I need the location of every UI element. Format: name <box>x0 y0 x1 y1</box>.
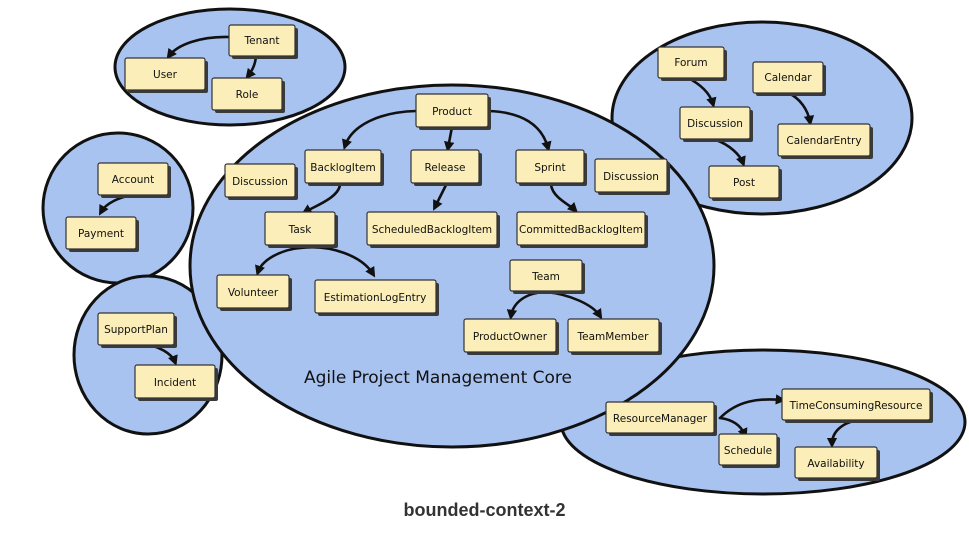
arrow-tenant-user <box>166 35 232 60</box>
entity-product: Product <box>415 93 491 130</box>
entity-label: Sprint <box>534 162 565 174</box>
entity-label: Post <box>733 177 755 189</box>
entity-support-plan: SupportPlan <box>97 312 177 348</box>
entity-label: SupportPlan <box>104 324 168 336</box>
arrow-product-release <box>444 125 455 153</box>
entity-label: Discussion <box>603 171 659 183</box>
entity-product-owner: ProductOwner <box>463 318 559 355</box>
billing-context <box>41 131 195 285</box>
entity-label: TimeConsumingResource <box>789 400 923 412</box>
entity-label: CalendarEntry <box>786 135 861 147</box>
entity-discussion-collab: Discussion <box>679 106 753 142</box>
entity-user: User <box>124 57 208 93</box>
entity-label: Incident <box>154 377 196 389</box>
entity-label: Team <box>531 271 560 283</box>
entity-label: Product <box>432 106 472 118</box>
entity-account: Account <box>97 162 171 198</box>
entity-resource-manager: ResourceManager <box>605 401 717 436</box>
entity-label: Payment <box>78 228 124 240</box>
entity-discussion-core-right: Discussion <box>594 158 670 195</box>
arrow-resourcemanager-timeconsuming <box>718 394 787 420</box>
entity-label: BacklogItem <box>310 162 375 174</box>
arrow-resourcemanager-schedule <box>718 416 748 439</box>
entity-incident: Incident <box>134 364 218 401</box>
entity-label: Task <box>288 224 313 236</box>
entity-task: Task <box>264 211 338 248</box>
entity-estimation-log-entry: EstimationLogEntry <box>314 279 439 316</box>
entity-label: ScheduledBacklogItem <box>372 224 492 236</box>
entity-calendar: Calendar <box>752 61 826 96</box>
entity-role: Role <box>211 77 285 113</box>
entity-label: Forum <box>674 57 707 69</box>
entity-label: ResourceManager <box>613 413 708 425</box>
entity-team: Team <box>509 259 585 294</box>
entity-label: Account <box>112 174 154 186</box>
arrow-release-scheduled <box>433 183 448 211</box>
core-context-title: Agile Project Management Core <box>304 368 572 388</box>
entity-discussion-core-left: Discussion <box>224 163 298 200</box>
agile-core-context <box>188 83 716 449</box>
entity-forum: Forum <box>657 46 727 81</box>
entity-label: Discussion <box>687 118 743 130</box>
entity-label: EstimationLogEntry <box>324 292 427 304</box>
entity-availability: Availability <box>794 446 880 481</box>
entity-label: Release <box>424 162 465 174</box>
entity-backlog-item: BacklogItem <box>304 149 384 186</box>
arrow-sprint-committed <box>549 183 578 213</box>
entity-label: Discussion <box>232 176 288 188</box>
entity-label: Calendar <box>764 72 812 84</box>
arrow-product-backlogitem <box>342 109 418 150</box>
entity-volunteer: Volunteer <box>216 274 292 311</box>
entity-schedule: Schedule <box>718 433 780 468</box>
arrow-backlogitem-task <box>301 183 342 215</box>
entity-payment: Payment <box>65 216 139 252</box>
entity-release: Release <box>410 149 482 186</box>
entity-team-member: TeamMember <box>567 318 662 355</box>
entity-label: Tenant <box>244 35 280 47</box>
entity-time-consuming-resource: TimeConsumingResource <box>781 388 933 423</box>
entity-label: User <box>153 69 178 81</box>
entity-tenant: Tenant <box>228 24 298 59</box>
entity-sprint: Sprint <box>515 149 587 186</box>
entity-label: ProductOwner <box>473 331 548 343</box>
figure-caption: bounded-context-2 <box>403 500 566 520</box>
arrow-task-volunteer <box>255 246 302 276</box>
entity-label: Availability <box>807 458 864 470</box>
entity-scheduled-backlog-item: ScheduledBacklogItem <box>366 211 500 248</box>
entity-committed-backlog-item: CommittedBacklogItem <box>516 211 648 248</box>
entity-label: Schedule <box>724 445 772 457</box>
entity-calendar-entry: CalendarEntry <box>777 123 873 159</box>
entity-label: CommittedBacklogItem <box>519 224 643 236</box>
entity-label: TeamMember <box>577 331 650 343</box>
arrow-product-sprint <box>486 109 552 153</box>
entity-post: Post <box>708 165 782 201</box>
entity-label: Role <box>236 89 259 101</box>
entity-label: Volunteer <box>228 287 279 299</box>
